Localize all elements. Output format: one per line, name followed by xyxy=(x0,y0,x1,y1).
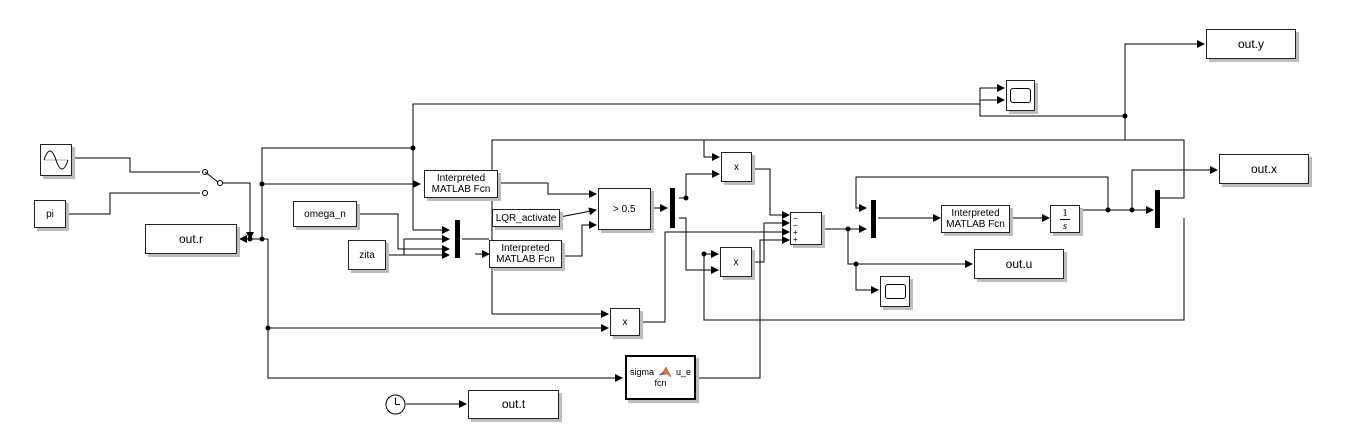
sum-sign-4: + xyxy=(793,234,798,244)
fcn-output-label: u_e xyxy=(675,366,691,377)
sum-sign-2: − xyxy=(793,220,798,230)
sine-wave-block[interactable] xyxy=(40,144,72,176)
clock-icon xyxy=(385,394,406,415)
product-block-2[interactable]: x xyxy=(720,247,752,277)
product-block-3[interactable]: x xyxy=(610,308,640,336)
matlab-logo-icon xyxy=(658,366,672,378)
interpreted-matlab-fcn-block-3[interactable]: Interpreted MATLAB Fcn xyxy=(941,205,1010,233)
product-3-symbol: x xyxy=(622,316,628,328)
out-r-label: out.r xyxy=(178,231,203,246)
zita-constant-block[interactable]: zita xyxy=(348,240,386,270)
integrator-denominator: s xyxy=(1062,219,1068,232)
fcn-io-row: sigma u_e xyxy=(627,366,694,378)
out-y-block[interactable]: out.y xyxy=(1206,29,1296,59)
scope-block-2[interactable] xyxy=(880,276,910,307)
out-t-label: out.t xyxy=(501,397,526,411)
fcn-1-line2: MATLAB Fcn xyxy=(431,184,491,195)
mux-block-2[interactable] xyxy=(670,188,675,228)
fcn-input-label: sigma xyxy=(630,366,655,377)
switch-block[interactable]: > 0.5 xyxy=(598,188,651,230)
scope-1-icon xyxy=(1010,88,1031,103)
mux-block-4[interactable] xyxy=(1155,190,1160,228)
integrator-block[interactable]: 1 s xyxy=(1050,205,1080,233)
fcn-1-line1: Interpreted xyxy=(436,173,486,184)
fcn-name-label: fcn xyxy=(654,378,667,388)
pi-constant-block[interactable]: pi xyxy=(34,200,66,228)
fcn-3-line2: MATLAB Fcn xyxy=(946,219,1005,230)
lqr-activate-constant-block[interactable]: LQR_activate xyxy=(492,209,560,227)
mux-block-3[interactable] xyxy=(871,200,876,238)
scope-2-icon xyxy=(884,284,906,299)
omega-n-constant-block[interactable]: omega_n xyxy=(293,201,357,227)
out-r-block[interactable]: out.r xyxy=(145,224,237,254)
fcn-2-line1: Interpreted xyxy=(501,243,550,254)
interpreted-matlab-fcn-block-1[interactable]: Interpreted MATLAB Fcn xyxy=(424,170,498,198)
out-x-block[interactable]: out.x xyxy=(1219,154,1309,184)
fcn-2-line2: MATLAB Fcn xyxy=(496,254,555,265)
integrator-fraction-bar xyxy=(1060,218,1070,220)
sum-sign-1: − xyxy=(793,213,798,223)
out-y-label: out.y xyxy=(1237,36,1264,51)
scope-block-1[interactable] xyxy=(1006,80,1035,111)
interpreted-matlab-fcn-block-2[interactable]: Interpreted MATLAB Fcn xyxy=(489,240,562,268)
product-2-symbol: x xyxy=(733,256,739,268)
switch-threshold-label: > 0.5 xyxy=(613,203,636,215)
pi-label: pi xyxy=(46,208,54,220)
sine-wave-icon xyxy=(43,150,69,170)
product-block-1[interactable]: x xyxy=(721,152,752,182)
clock-block[interactable] xyxy=(385,394,406,415)
mux-block-1[interactable] xyxy=(455,220,460,258)
omega-n-label: omega_n xyxy=(304,208,346,220)
out-u-label: out.u xyxy=(1005,256,1033,271)
integrator-numerator: 1 xyxy=(1062,206,1068,219)
product-1-symbol: x xyxy=(734,161,739,173)
sum-sign-3: + xyxy=(793,227,798,237)
out-x-label: out.x xyxy=(1250,161,1277,176)
sum-block[interactable]: − − + + xyxy=(790,212,822,245)
matlab-function-block[interactable]: sigma u_e fcn xyxy=(625,355,696,400)
lqr-activate-label: LQR_activate xyxy=(495,212,557,224)
out-u-block[interactable]: out.u xyxy=(974,249,1064,279)
zita-label: zita xyxy=(359,249,375,261)
out-t-block[interactable]: out.t xyxy=(468,390,559,419)
fcn-3-line1: Interpreted xyxy=(951,208,1000,219)
